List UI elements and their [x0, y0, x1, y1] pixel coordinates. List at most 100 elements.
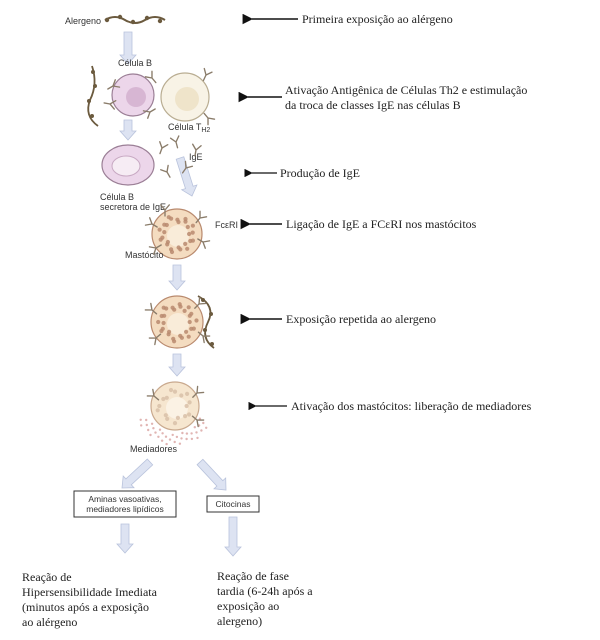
- granule: [194, 318, 198, 322]
- granule: [188, 314, 192, 318]
- mediator-dot: [140, 419, 142, 421]
- antibody-icon: [161, 165, 174, 179]
- b-cell-icon: [112, 74, 154, 116]
- mediator-dot: [179, 443, 181, 445]
- mediator-dot: [140, 424, 142, 426]
- granule: [185, 404, 189, 408]
- granule: [157, 404, 161, 408]
- late-line1: Reação de fase: [217, 569, 289, 583]
- granule: [185, 247, 189, 251]
- fceri-label: FcεRI: [215, 220, 238, 230]
- mediator-dot: [181, 432, 183, 434]
- b-cell-label: Célula B: [118, 58, 152, 68]
- amines-box-line2: mediadores lipídicos: [86, 504, 163, 514]
- granule: [188, 320, 192, 324]
- granule: [169, 388, 173, 392]
- granule: [191, 224, 195, 228]
- annotation-2-line2: da troca de classes IgE nas células B: [285, 98, 461, 112]
- mediator-dot: [147, 429, 149, 431]
- granule: [173, 421, 177, 425]
- mediator-dot: [161, 440, 163, 442]
- mediator-dot: [172, 434, 174, 436]
- granule: [165, 417, 169, 421]
- antibody-stroke: [171, 136, 182, 149]
- annotation-5: Exposição repetida ao alergeno: [286, 312, 436, 326]
- mediator-dot: [154, 431, 156, 433]
- annotation-1: Primeira exposição ao alérgeno: [302, 12, 453, 26]
- mediator-dot: [190, 432, 192, 434]
- mediator-dot: [194, 426, 196, 428]
- late-line2: tardia (6-24h após a: [217, 584, 313, 598]
- granule: [156, 320, 160, 324]
- granule: [162, 314, 166, 318]
- annotation-2: Ativação Antigênica de Células Th2 e est…: [285, 83, 530, 112]
- mediator-dot: [149, 434, 151, 436]
- mediator-dot: [205, 427, 207, 429]
- granule: [165, 223, 169, 227]
- granule: [167, 330, 171, 334]
- mediator-dot: [165, 436, 167, 438]
- granule: [178, 305, 182, 309]
- granule: [179, 393, 183, 397]
- mediator-dot: [157, 436, 159, 438]
- annotation-4: Ligação de IgE a FCεRI nos mastócitos: [286, 217, 477, 231]
- amines-box-line1: Aminas vasoativas,: [88, 494, 161, 504]
- antibody-stroke: [161, 165, 174, 179]
- granule: [187, 412, 191, 416]
- th2-cell-label-main: Célula T: [168, 122, 202, 132]
- flow-arrow-9: [225, 517, 241, 556]
- granule: [169, 217, 173, 221]
- annotation-6: Ativação dos mastócitos: liberação de me…: [291, 399, 532, 413]
- immediate-reaction-text: Reação de Hipersensibilidade Imediata (m…: [22, 570, 160, 629]
- flow-arrow-6: [122, 459, 153, 488]
- cytokines-box-label: Citocinas: [216, 499, 251, 509]
- mediator-dot: [196, 437, 198, 439]
- granule: [161, 327, 165, 331]
- flow-arrow-8: [117, 524, 133, 553]
- late-line4: alergeno): [217, 614, 262, 628]
- granule: [162, 230, 166, 234]
- amines-box: Aminas vasoativas, mediadores lipídicos: [74, 491, 176, 517]
- cytokines-box: Citocinas: [207, 496, 259, 512]
- granule: [187, 232, 191, 236]
- th2-cell-icon: [161, 73, 209, 121]
- late-line3: exposição ao: [217, 599, 279, 613]
- mediator-dot: [146, 424, 148, 426]
- ige-b-cell-label-line1: Célula B: [100, 192, 134, 202]
- granule: [189, 327, 193, 331]
- allergen-label: Alergeno: [65, 16, 101, 26]
- granule: [183, 414, 187, 418]
- flow-arrow-4: [169, 265, 185, 290]
- immediate-line3: (minutos após a exposição: [22, 600, 149, 614]
- mediators-label: Mediadores: [130, 444, 178, 454]
- granule: [158, 228, 162, 232]
- granule: [188, 400, 192, 404]
- mediator-dot: [176, 436, 178, 438]
- granule: [164, 413, 168, 417]
- mediator-dot: [202, 422, 204, 424]
- immediate-line1: Reação de: [22, 570, 72, 584]
- granule: [183, 242, 187, 246]
- mediator-dot: [152, 427, 154, 429]
- flow-arrow-3: [176, 157, 197, 196]
- granule: [164, 306, 168, 310]
- granule: [176, 220, 180, 224]
- granule: [187, 305, 191, 309]
- granule: [169, 247, 173, 251]
- granule: [160, 236, 164, 240]
- flow-arrow-2: [120, 120, 136, 140]
- annotation-3: Produção de IgE: [280, 166, 360, 180]
- granule: [176, 416, 180, 420]
- ige-b-cell-label: Célula B secretora de IgE: [100, 192, 166, 212]
- granule: [166, 240, 170, 244]
- immediate-line4: ao alérgeno: [22, 615, 77, 629]
- late-reaction-text: Reação de fase tardia (6-24h após a expo…: [217, 569, 316, 628]
- mediator-dot: [180, 437, 182, 439]
- granule: [183, 309, 187, 313]
- allergen-bound-chain-icon: [87, 66, 98, 126]
- annotation-2-line1: Ativação Antigênica de Células Th2 e est…: [285, 83, 527, 97]
- mediator-dot: [200, 429, 202, 431]
- antibody-icon: [171, 136, 182, 149]
- ige-secreting-b-cell-icon: [102, 145, 154, 185]
